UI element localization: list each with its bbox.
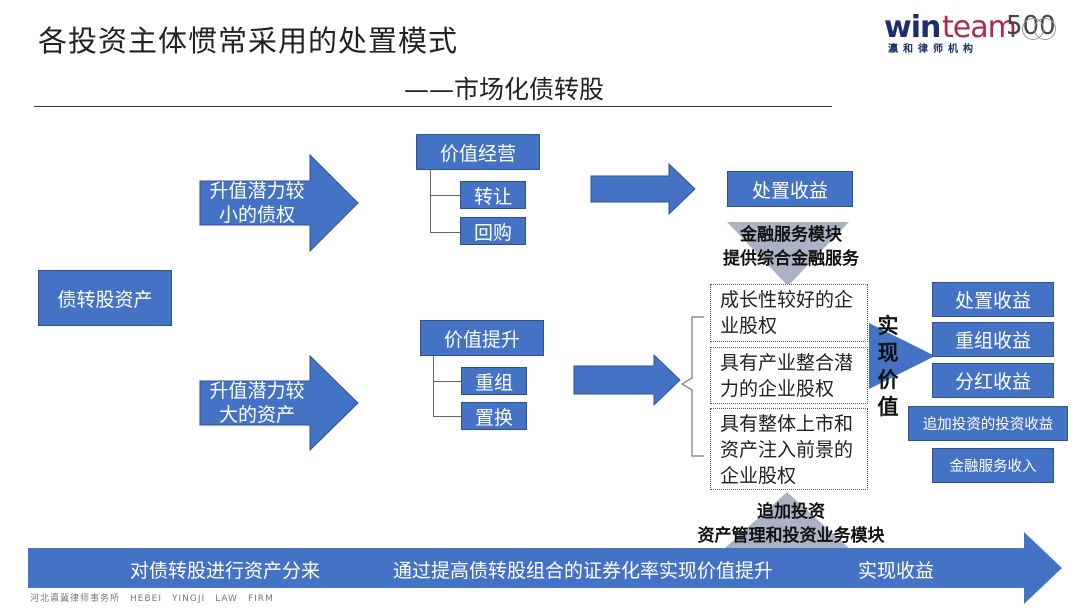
branch-large-label-line2: 大的资产 [218,404,295,426]
investment-module-label: 追加投资 资产管理和投资业务模块 [676,500,906,548]
realize-value-char: 值 [877,395,899,419]
timeline-stage-3: 实现收益 [858,560,935,582]
branch-large-arrow [199,354,359,452]
return-financial-service: 金融服务收入 [932,448,1054,483]
footer-firm-name: 河北瀛冀律师事务所 HEBEI YINGJI LAW FIRM [30,591,284,604]
realize-value-char: 实 [877,314,899,338]
return-dividend: 分红收益 [932,363,1054,398]
investment-module-up-triangle [725,492,849,548]
financial-module-line2: 提供综合金融服务 [723,249,859,269]
method-buyback: 回购 [460,217,526,245]
logo-ring-icon [1034,18,1056,40]
footer-en-3: LAW [215,594,238,604]
method-swap: 置换 [461,402,527,430]
disposal-income-box: 处置收益 [727,171,853,207]
branch-small-label: 升值潜力较 小的债权 [203,179,311,227]
timeline-stage-2: 通过提高债转股组合的证券化率实现价值提升 [393,560,774,582]
tree-connector [433,416,461,417]
return-additional-investment: 追加投资的投资收益 [908,406,1068,441]
equity-type-listing: 具有整体上市和资产注入前景的企业股权 [710,408,868,490]
strategy-value-operation: 价值经营 [416,134,540,170]
equity-type-growth: 成长性较好的企业股权 [710,284,868,342]
method-transfer: 转让 [460,181,526,209]
method-restructure: 重组 [461,367,527,395]
timeline-stage-1: 对债转股进行资产分来 [130,560,321,582]
branch-small-arrow [199,153,359,253]
investment-module-line1: 追加投资 [757,502,825,522]
equity-type-integration: 具有产业整合潜力的企业股权 [710,347,868,404]
page-subtitle: ——市场化债转股 [404,75,605,104]
return-restructure: 重组收益 [932,322,1054,357]
equity-bracket [680,316,704,457]
realize-value-label: 实现价值 [876,313,900,421]
source-asset-box: 债转股资产 [38,270,172,326]
timeline-arrow [28,532,1062,604]
logo-brand-bold: win [884,10,941,45]
realize-value-triangle [869,323,935,389]
logo-brand-light: team [942,10,1017,45]
footer-en-2: YINGJI [172,594,206,604]
financial-module-down-triangle [727,222,849,286]
investment-module-line2: 资产管理和投资业务模块 [697,526,885,546]
realize-value-char: 价 [877,368,899,392]
strategy-value-enhancement: 价值提升 [420,320,544,356]
footer-en-4: FIRM [247,594,274,604]
tree-connector [430,195,460,196]
financial-module-line1: 金融服务模块 [740,225,842,245]
branch-small-label-line1: 升值潜力较 [209,180,305,202]
tree-connector [433,381,461,382]
return-disposal: 处置收益 [932,282,1054,317]
tree-connector [430,170,431,232]
winteam-logo: win team 500 瀛和律师机构 [884,10,1064,56]
financial-module-label: 金融服务模块 提供综合金融服务 [708,223,874,271]
logo-tagline: 瀛和律师机构 [888,44,978,55]
branch-small-label-line2: 小的债权 [218,204,295,226]
to-equity-arrow [573,353,681,407]
realize-value-char: 现 [877,341,899,365]
to-disposal-arrow [590,162,696,216]
footer-cn: 河北瀛冀律师事务所 [30,594,121,604]
tree-connector [430,232,460,233]
footer-en-1: HEBEI [130,594,162,604]
branch-large-label: 升值潜力较 大的资产 [203,379,311,427]
title-divider [34,106,832,107]
tree-connector [433,356,434,416]
page-title: 各投资主体惯常采用的处置模式 [38,24,459,58]
branch-large-label-line1: 升值潜力较 [209,380,305,402]
